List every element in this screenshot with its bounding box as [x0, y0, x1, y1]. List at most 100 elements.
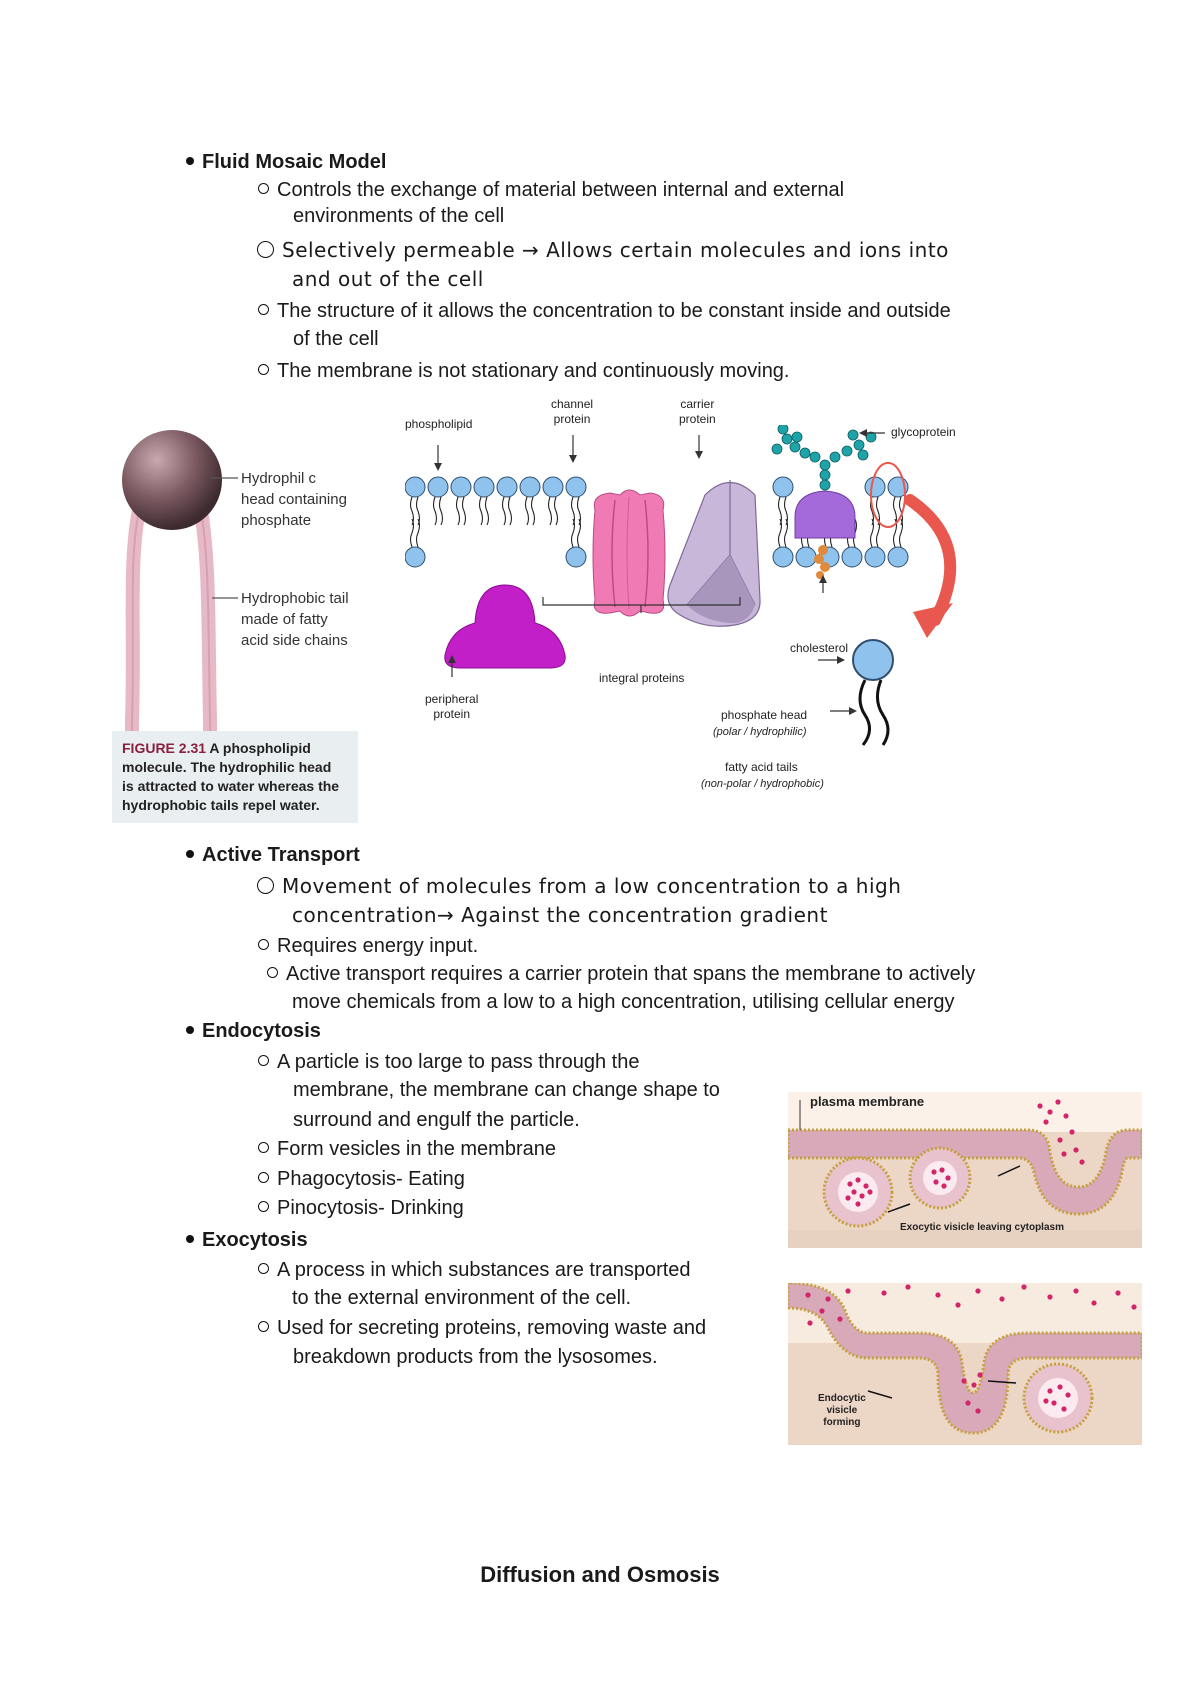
bullet-circle-icon	[267, 967, 278, 979]
list-item-continuation: environments of the cell	[293, 205, 505, 227]
item-text: A particle is too large to pass through …	[277, 1051, 640, 1073]
list-item-continuation: of the cell	[293, 328, 379, 350]
item-text: Used for secreting proteins, removing wa…	[277, 1317, 707, 1339]
label-phosphate-head-sub: (polar / hydrophilic)	[713, 726, 807, 738]
label-integral-proteins: integral proteins	[599, 671, 685, 685]
item-text: Form vesicles in the membrane	[277, 1138, 556, 1160]
figure-number: FIGURE 2.31	[122, 740, 207, 756]
label-fatty-acid-tails: fatty acid tails	[725, 760, 798, 774]
bullet-circle-icon	[258, 1263, 269, 1275]
list-item-continuation: and out of the cell	[292, 267, 484, 291]
bullet-circle-icon	[257, 241, 274, 258]
label-plasma-membrane: plasma membrane	[810, 1094, 925, 1109]
label-cholesterol: cholesterol	[790, 641, 849, 655]
bullet-icon	[186, 1234, 194, 1243]
list-item-continuation: breakdown products from the lysosomes.	[293, 1346, 658, 1368]
heading-text: Exocytosis	[202, 1229, 308, 1251]
heading-text: Fluid Mosaic Model	[202, 151, 387, 173]
phospholipid-head-icon	[404, 546, 426, 568]
list-item: Active transport requires a carrier prot…	[267, 960, 975, 988]
figure-caption: FIGURE 2.31 A phospholipid molecule. The…	[122, 740, 340, 813]
label-glycoprotein: glycoprotein	[891, 425, 956, 439]
phospholipid-head-icon	[772, 546, 794, 568]
bullet-icon	[186, 156, 194, 165]
list-item-continuation: surround and engulf the particle.	[293, 1109, 580, 1131]
heading-fluid-mosaic: Fluid Mosaic Model	[186, 148, 386, 176]
list-item: Movement of molecules from a low concent…	[257, 874, 901, 898]
curved-arrow-icon	[904, 494, 957, 626]
item-text: Active transport requires a carrier prot…	[286, 963, 976, 985]
bullet-circle-icon	[258, 304, 269, 316]
membrane-illustration	[404, 423, 957, 746]
phospholipid-head-icon	[841, 546, 863, 568]
list-item: Form vesicles in the membrane	[258, 1135, 556, 1163]
phospholipid-head-icon	[473, 476, 495, 498]
bullet-circle-icon	[258, 1142, 269, 1154]
exocytosis-figure: plasma membrane Exocytic visicle leaving…	[788, 1092, 1142, 1248]
list-item: Requires energy input.	[258, 932, 478, 960]
endocytosis-illustration	[788, 1283, 1142, 1445]
bullet-circle-icon	[258, 939, 269, 951]
phospholipid-head-icon	[772, 476, 794, 498]
item-text: Selectively permeable → Allows certain m…	[282, 238, 949, 262]
list-item: Used for secreting proteins, removing wa…	[258, 1314, 706, 1342]
section-heading-diffusion-osmosis: Diffusion and Osmosis	[480, 1562, 720, 1587]
item-text: The membrane is not stationary and conti…	[277, 360, 790, 382]
bullet-circle-icon	[258, 183, 269, 195]
peripheral-protein	[444, 584, 566, 669]
figure-caption-box: FIGURE 2.31 A phospholipid molecule. The…	[112, 731, 358, 823]
bullet-circle-icon	[258, 364, 269, 376]
bullet-circle-icon	[258, 1321, 269, 1333]
item-text: A process in which substances are transp…	[277, 1259, 691, 1281]
list-item-continuation: concentration→ Against the concentration…	[292, 903, 828, 927]
item-text: Pinocytosis- Drinking	[277, 1197, 464, 1219]
bullet-circle-icon	[257, 877, 274, 894]
label-endocytic-vesicle: Endocytic visicle forming	[818, 1393, 866, 1428]
head-label: Hydrophil c head containing phosphate	[241, 470, 347, 529]
list-item: Controls the exchange of material betwee…	[258, 176, 844, 204]
item-text: Requires energy input.	[277, 935, 479, 957]
phospholipid-head-icon	[496, 476, 518, 498]
bullet-circle-icon	[258, 1172, 269, 1184]
heading-endocytosis: Endocytosis	[186, 1017, 321, 1045]
item-text: Controls the exchange of material betwee…	[277, 179, 845, 201]
phospholipid-head-icon	[887, 546, 909, 568]
phospholipid-head-icon	[864, 546, 886, 568]
hydrophilic-head	[122, 430, 222, 530]
highlight-ring	[870, 462, 906, 528]
carrier-protein	[667, 480, 761, 627]
tail-label: Hydrophobic tail made of fatty acid side…	[241, 590, 349, 649]
item-text: Phagocytosis- Eating	[277, 1168, 465, 1190]
heading-active-transport: Active Transport	[186, 841, 360, 869]
label-exocytic-vesicle: Exocytic visicle leaving cytoplasm	[900, 1222, 1064, 1233]
bullet-icon	[186, 1025, 194, 1034]
phospholipid-illustration	[122, 430, 238, 797]
phospholipid-head-icon	[565, 476, 587, 498]
list-item-continuation: move chemicals from a low to a high conc…	[292, 991, 955, 1013]
label-phosphate-head: phosphate head	[721, 708, 808, 722]
heading-text: Active Transport	[202, 844, 360, 866]
list-item: Pinocytosis- Drinking	[258, 1194, 464, 1222]
endocytosis-figure: Endocytic visicle forming	[788, 1283, 1142, 1445]
item-text: Movement of molecules from a low concent…	[282, 874, 902, 898]
label-phospholipid: phospholipid	[405, 417, 473, 431]
list-item-continuation: membrane, the membrane can change shape …	[293, 1079, 720, 1101]
phospholipid-head-icon	[565, 546, 587, 568]
list-item: The structure of it allows the concentra…	[258, 297, 951, 325]
phospholipid-head-icon	[450, 476, 472, 498]
list-item: A particle is too large to pass through …	[258, 1048, 639, 1076]
bullet-circle-icon	[258, 1055, 269, 1067]
list-item: Selectively permeable → Allows certain m…	[257, 238, 949, 262]
phospholipid-head-icon	[795, 546, 817, 568]
list-item-continuation: to the external environment of the cell.	[292, 1287, 632, 1309]
item-text: The structure of it allows the concentra…	[277, 300, 951, 322]
channel-protein	[592, 489, 666, 617]
list-item: A process in which substances are transp…	[258, 1256, 691, 1284]
bullet-icon	[186, 849, 194, 858]
phospholipid-figure: Hydrophil c head containing phosphate Hy…	[110, 420, 360, 820]
label-fatty-acid-tails-sub: (non-polar / hydrophobic)	[701, 778, 824, 790]
phospholipid-head-icon	[519, 476, 541, 498]
bullet-circle-icon	[258, 1201, 269, 1213]
